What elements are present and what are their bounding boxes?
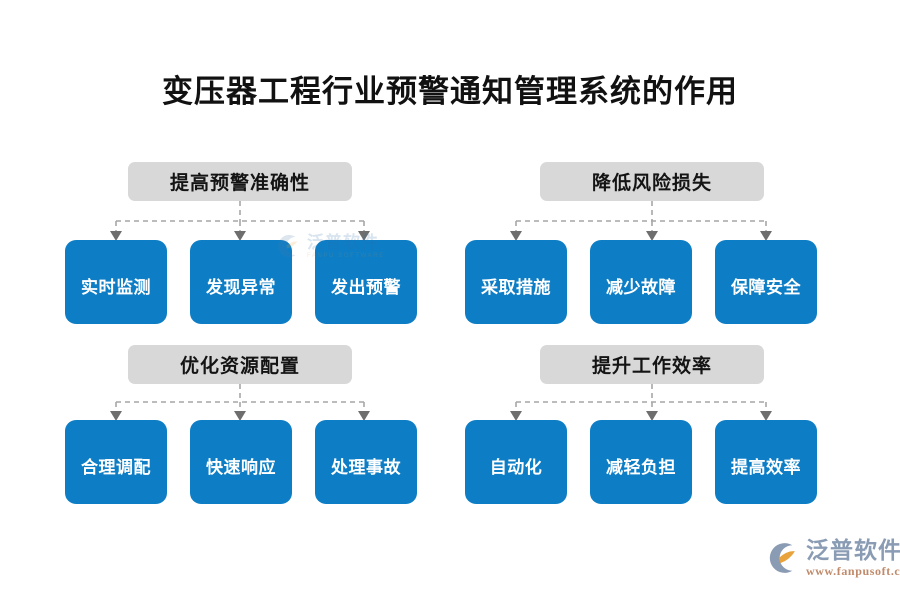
- group-header-risk[interactable]: 降低风险损失: [540, 162, 764, 201]
- node-reduce-burden[interactable]: 减轻负担: [590, 420, 692, 504]
- node-rational-allocation[interactable]: 合理调配: [65, 420, 167, 504]
- node-fast-response[interactable]: 快速响应: [190, 420, 292, 504]
- node-take-measures[interactable]: 采取措施: [465, 240, 567, 324]
- node-reduce-faults[interactable]: 减少故障: [590, 240, 692, 324]
- fanpu-logo-icon: [769, 543, 795, 573]
- connector-group-resource: [110, 384, 370, 421]
- node-improve-efficiency[interactable]: 提高效率: [715, 420, 817, 504]
- node-handle-incident[interactable]: 处理事故: [315, 420, 417, 504]
- connector-group-accuracy: [110, 201, 370, 241]
- page-title: 变压器工程行业预警通知管理系统的作用: [162, 74, 738, 109]
- node-ensure-safety[interactable]: 保障安全: [715, 240, 817, 324]
- group-header-efficiency[interactable]: 提升工作效率: [540, 345, 764, 384]
- node-automation[interactable]: 自动化: [465, 420, 567, 504]
- group-header-resource[interactable]: 优化资源配置: [128, 345, 352, 384]
- logo-url: www.fanpusoft.com: [806, 564, 900, 578]
- node-real-time-monitoring[interactable]: 实时监测: [65, 240, 167, 324]
- connector-group-risk: [510, 201, 772, 241]
- logo-brand-cn: 泛普软件: [806, 537, 900, 563]
- node-detect-anomaly[interactable]: 发现异常: [190, 240, 292, 324]
- connector-group-efficiency: [510, 384, 772, 421]
- logo-text: 泛普软件 www.fanpusoft.com: [806, 537, 900, 578]
- group-header-accuracy[interactable]: 提高预警准确性: [128, 162, 352, 201]
- brand-logo: 泛普软件 www.fanpusoft.com: [766, 539, 900, 577]
- node-issue-alert[interactable]: 发出预警: [315, 240, 417, 324]
